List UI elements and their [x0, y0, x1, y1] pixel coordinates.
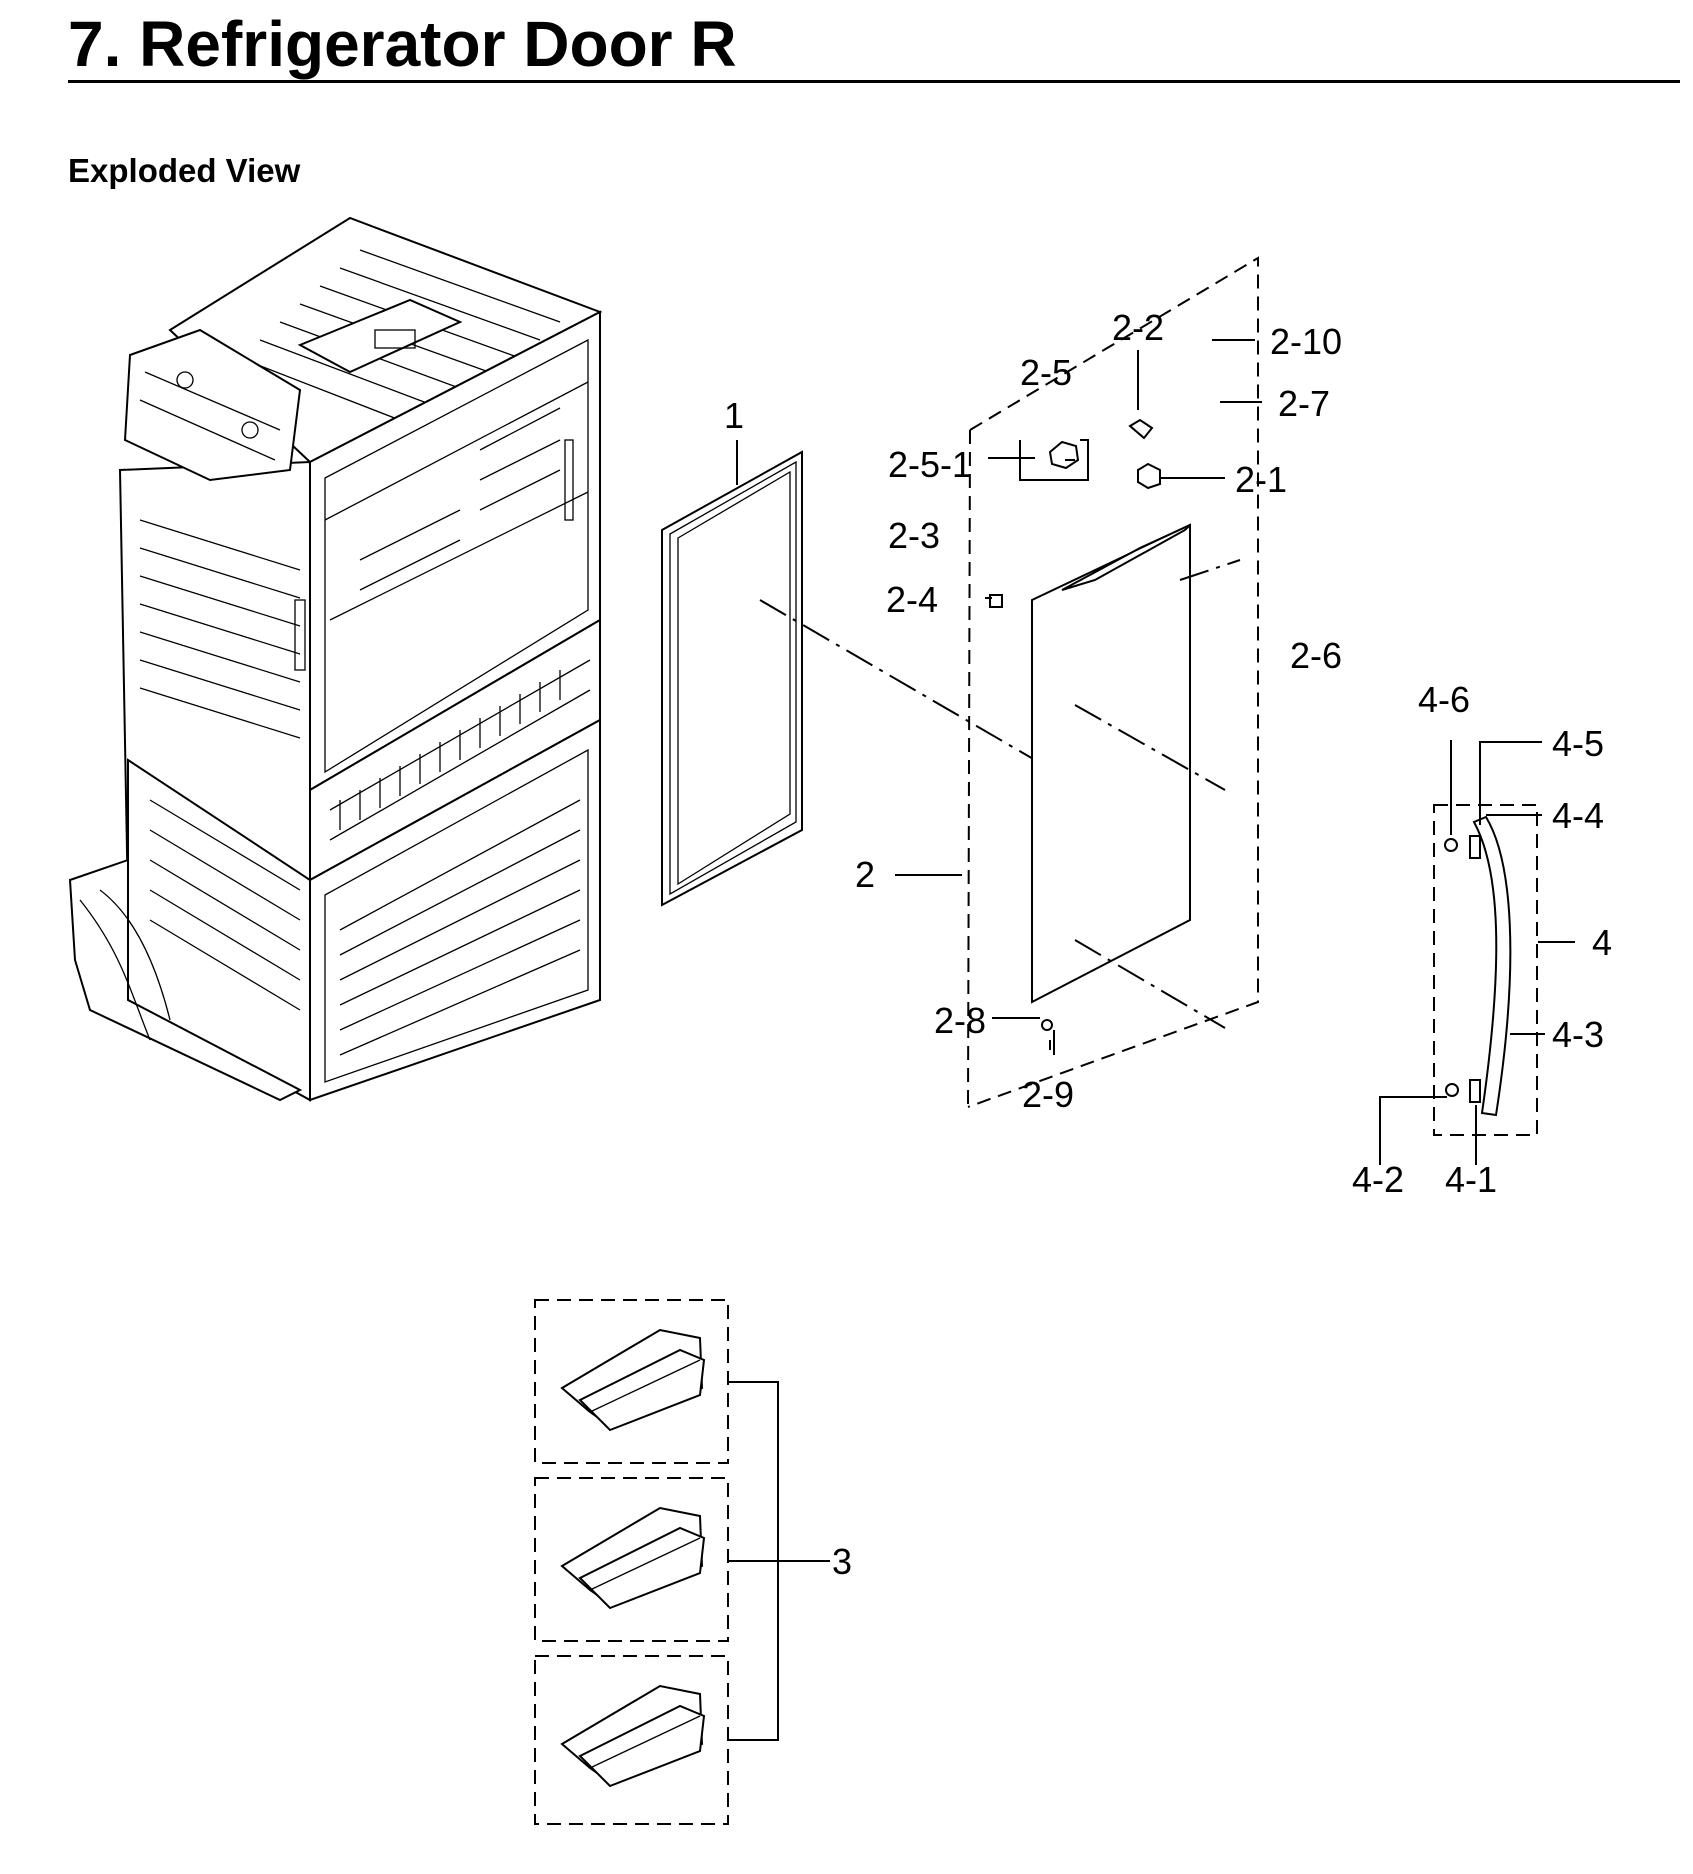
- callout-3: 3: [832, 1541, 852, 1582]
- callout-2-6: 2-6: [1290, 635, 1342, 676]
- door-handle: [1433, 804, 1538, 1136]
- callout-2-8: 2-8: [934, 1000, 986, 1041]
- callout-2-9: 2-9: [1022, 1074, 1074, 1115]
- callout-2-3: 2-3: [888, 515, 940, 556]
- callout-1: 1: [724, 395, 744, 436]
- hinge-assembly: [1048, 440, 1080, 470]
- lower-bracket: [1469, 1079, 1481, 1103]
- callout-4: 4: [1592, 922, 1612, 963]
- handle-bar: [1472, 815, 1512, 1117]
- part-2-6-line: [1179, 559, 1241, 581]
- callout-2-1: 2-1: [1235, 459, 1287, 500]
- bottom-screw: [1041, 1019, 1053, 1031]
- callout-2-7: 2-7: [1278, 383, 1330, 424]
- callout-2: 2: [855, 854, 875, 895]
- section-heading: Exploded View: [68, 152, 301, 189]
- callout-4-2: 4-2: [1352, 1159, 1404, 1200]
- callout-4-6: 4-6: [1418, 679, 1470, 720]
- door-guard-bins: [534, 1299, 830, 1825]
- door-assembly: [967, 256, 1259, 1108]
- title-divider: [68, 80, 1680, 83]
- refrigerator-cabinet: [68, 216, 603, 1102]
- upper-screw: [1444, 838, 1458, 852]
- callout-4-5: 4-5: [1552, 723, 1604, 764]
- lower-screw: [1445, 1083, 1459, 1097]
- door-stopper: [989, 594, 1003, 608]
- door-axis-lower: [1074, 939, 1226, 1029]
- callout-2-2: 2-2: [1112, 307, 1164, 348]
- assembly-axis-line: [759, 599, 1036, 761]
- callout-2-10: 2-10: [1270, 321, 1342, 362]
- leader-lines: [736, 339, 1575, 1165]
- callout-2-5-1: 2-5-1: [888, 444, 972, 485]
- hinge-bracket-small: [1128, 418, 1154, 440]
- callout-4-3: 4-3: [1552, 1014, 1604, 1055]
- upper-bracket: [1469, 835, 1481, 859]
- callout-4-1: 4-1: [1445, 1159, 1497, 1200]
- page-title: 7. Refrigerator Door R: [68, 8, 737, 80]
- callout-2-5: 2-5: [1020, 352, 1072, 393]
- door-gasket: [661, 450, 803, 907]
- callout-2-4: 2-4: [886, 579, 938, 620]
- callout-4-4: 4-4: [1552, 795, 1604, 836]
- door-axis-upper: [1074, 704, 1226, 791]
- hinge-cap: [1137, 462, 1161, 490]
